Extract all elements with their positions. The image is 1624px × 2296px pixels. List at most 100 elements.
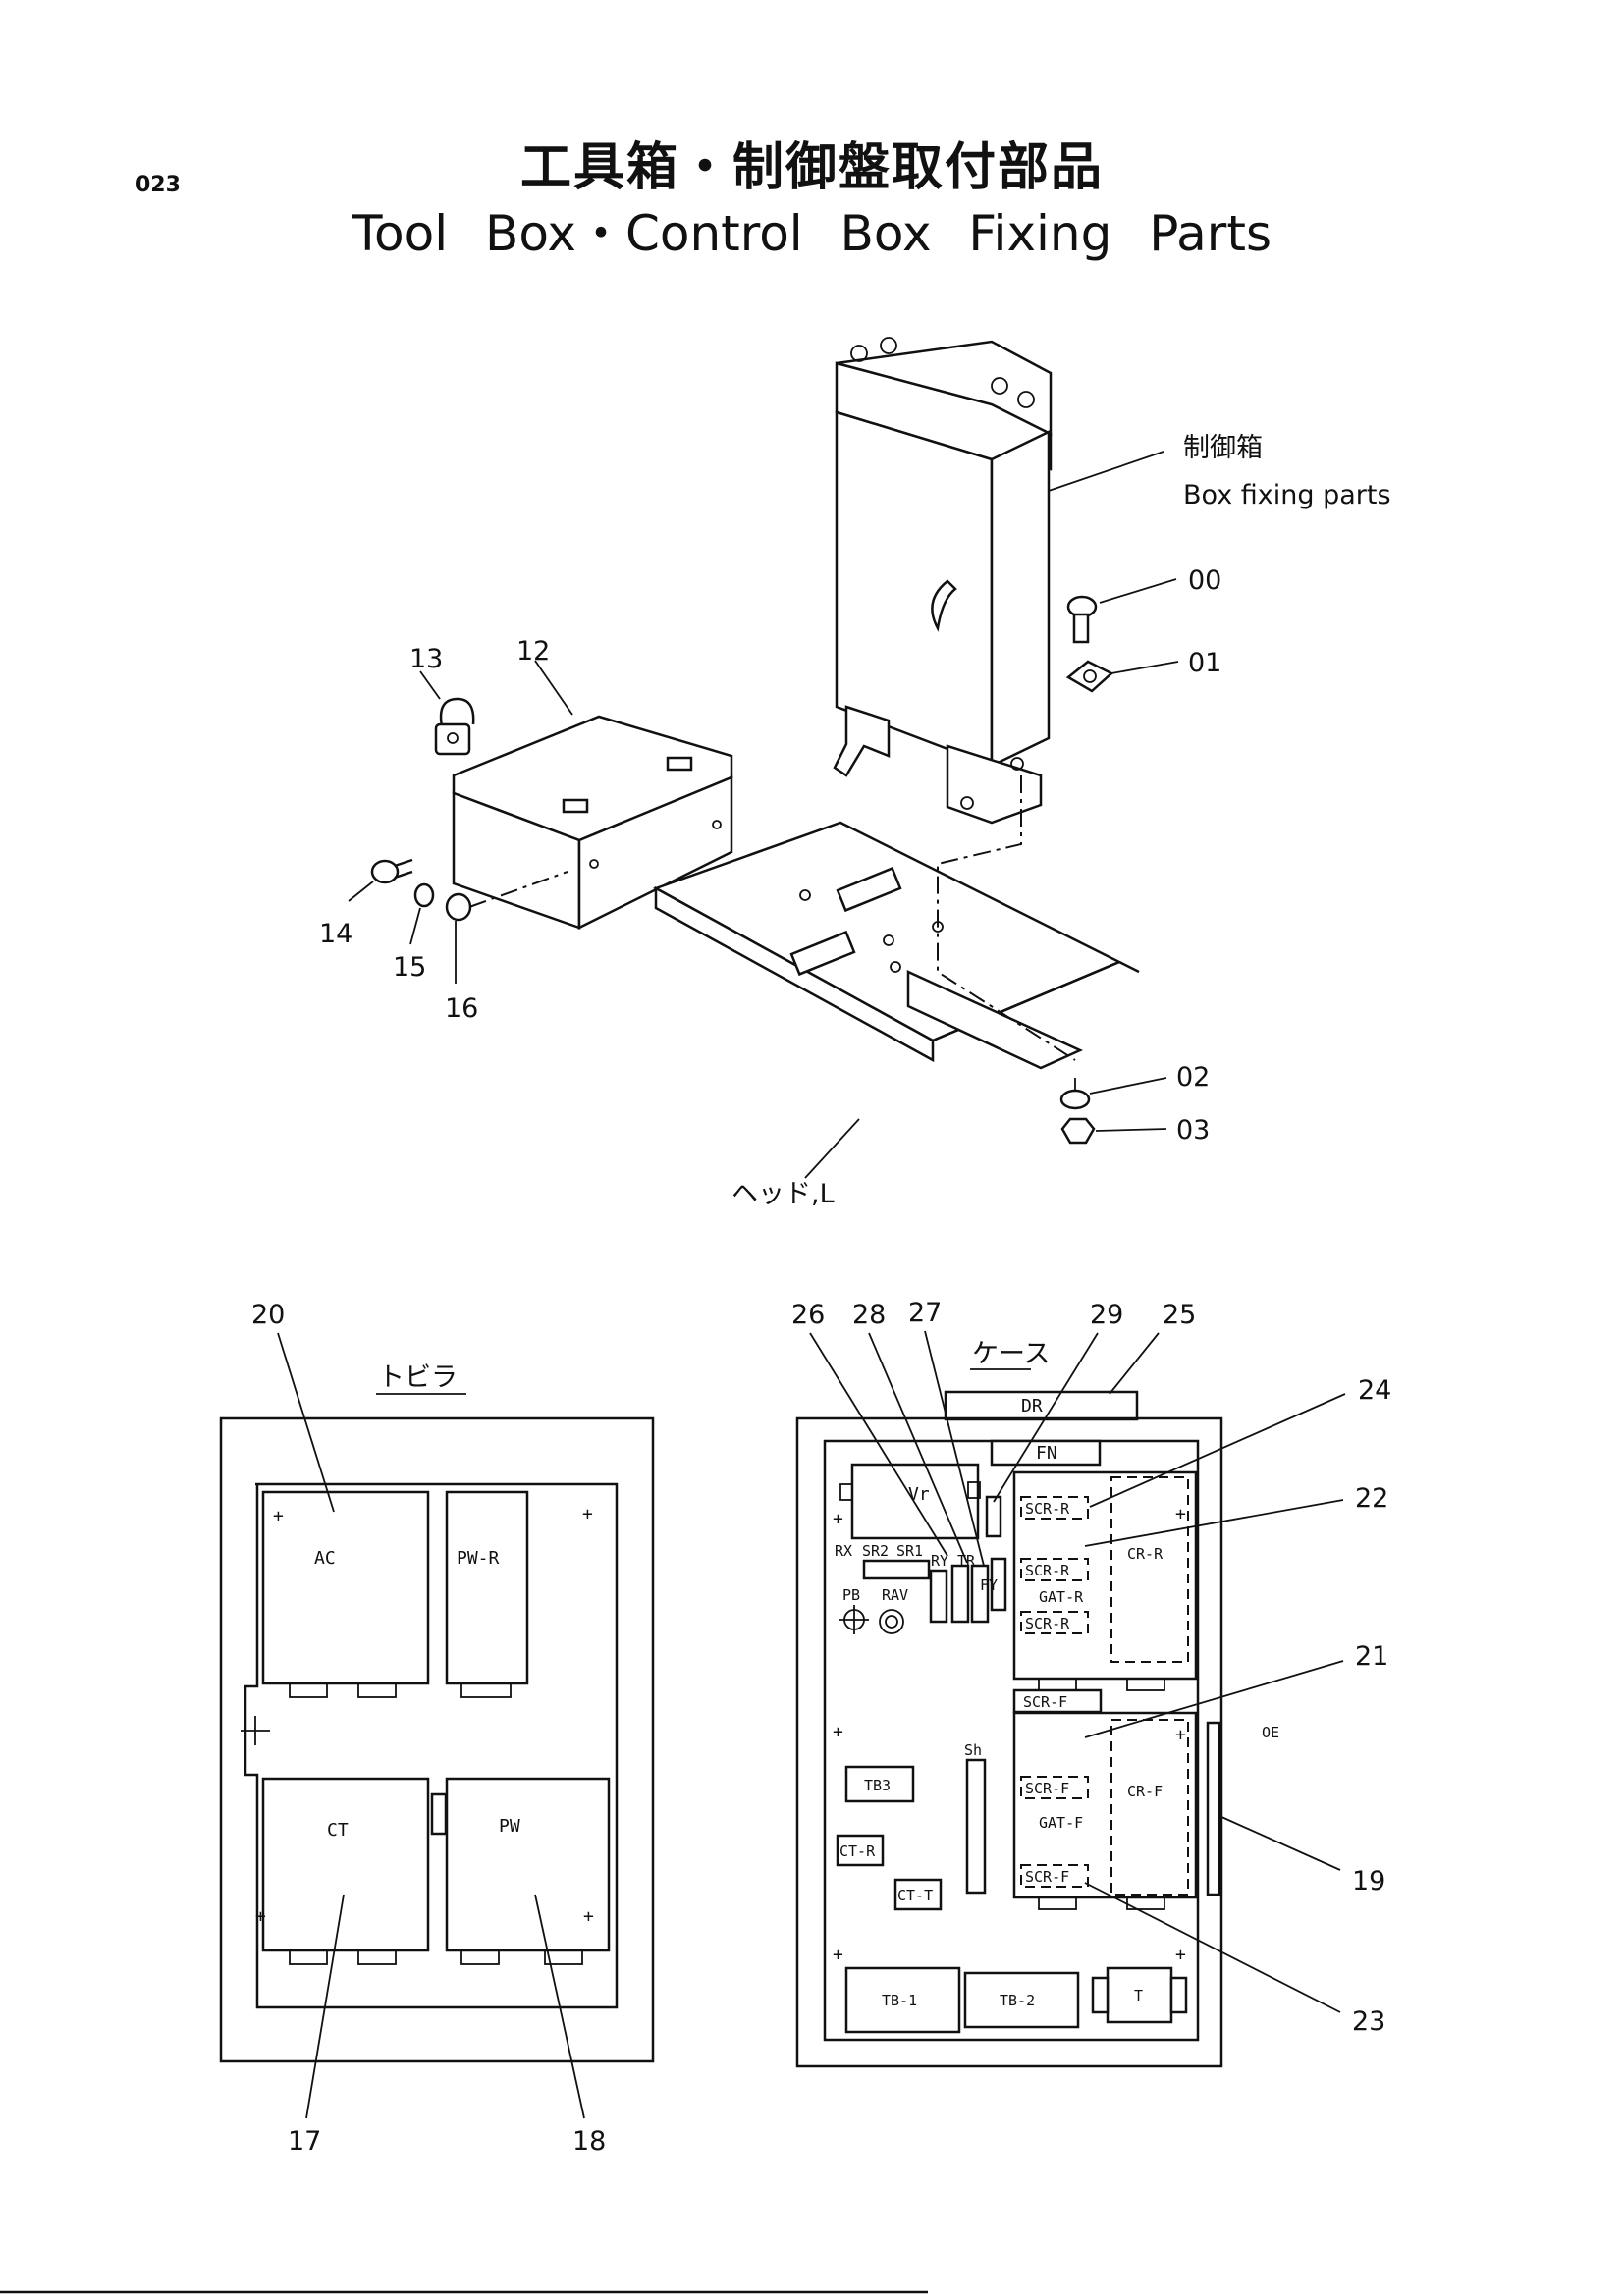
control-box-handle bbox=[931, 579, 957, 632]
svg-text:PB: PB bbox=[842, 1586, 860, 1604]
callout-29: 29 bbox=[1090, 1300, 1123, 1330]
svg-text:SCR-R: SCR-R bbox=[1025, 1500, 1070, 1518]
svg-text:+: + bbox=[833, 1945, 843, 1965]
washer-15: 15 bbox=[393, 882, 435, 983]
svg-text:GAT-R: GAT-R bbox=[1039, 1588, 1084, 1606]
callout-00: 00 bbox=[1188, 565, 1221, 596]
nut-16: 16 bbox=[445, 892, 478, 1024]
callout-02: 02 bbox=[1176, 1062, 1210, 1093]
component-tb-2 bbox=[963, 1971, 1080, 2029]
callout-12: 12 bbox=[516, 636, 550, 667]
svg-text:SCR-F: SCR-F bbox=[1025, 1780, 1069, 1797]
component-ct-t bbox=[893, 1878, 943, 1911]
tool-box-12: 12 bbox=[452, 636, 733, 931]
callout-15: 15 bbox=[393, 952, 426, 983]
svg-text:+: + bbox=[833, 1722, 843, 1742]
svg-text:CR-R: CR-R bbox=[1127, 1545, 1164, 1563]
svg-text:TB-2: TB-2 bbox=[1000, 1992, 1035, 2009]
svg-text:TB3: TB3 bbox=[864, 1777, 891, 1794]
svg-text:PW-R: PW-R bbox=[457, 1548, 500, 1569]
callout-18: 18 bbox=[572, 2126, 606, 2157]
page-number: 023 bbox=[135, 173, 181, 197]
svg-text:Vr: Vr bbox=[908, 1484, 930, 1505]
svg-text:SCR-R: SCR-R bbox=[1025, 1562, 1070, 1579]
component-vr bbox=[850, 1463, 980, 1540]
svg-text:CT-T: CT-T bbox=[897, 1887, 933, 1904]
callout-20: 20 bbox=[251, 1300, 285, 1330]
svg-text:+: + bbox=[273, 1506, 284, 1526]
callout-25: 25 bbox=[1163, 1300, 1196, 1330]
svg-text:Sh: Sh bbox=[964, 1741, 982, 1759]
control-box-assembly: 制御箱 Box fixing parts bbox=[833, 337, 1391, 825]
callout-17: 17 bbox=[288, 2126, 321, 2157]
door-panel: トビラ AC + PW-R + CT + PW + 20 17 18 bbox=[219, 1300, 655, 2157]
callout-13: 13 bbox=[409, 644, 443, 674]
svg-text:+: + bbox=[255, 1906, 266, 1927]
padlock-13: 13 bbox=[409, 644, 475, 756]
svg-text:PW: PW bbox=[499, 1816, 520, 1837]
svg-text:SCR-F: SCR-F bbox=[1023, 1693, 1067, 1711]
svg-text:+: + bbox=[833, 1509, 843, 1529]
svg-text:DR: DR bbox=[1021, 1396, 1043, 1416]
page-title-english: Tool Box・Control Box Fixing Parts bbox=[352, 205, 1272, 262]
component-ct bbox=[261, 1777, 430, 1952]
svg-text:T: T bbox=[1134, 1987, 1143, 2004]
svg-text:SR2: SR2 bbox=[862, 1542, 889, 1560]
svg-text:SR1: SR1 bbox=[896, 1542, 923, 1560]
component-pw-r bbox=[445, 1490, 529, 1685]
case-panel-label: ケース bbox=[972, 1339, 1051, 1369]
svg-text:RAV: RAV bbox=[882, 1586, 908, 1604]
svg-text:FY: FY bbox=[980, 1576, 998, 1594]
gate-board-reverse bbox=[1012, 1470, 1198, 1681]
svg-text:+: + bbox=[1175, 1725, 1186, 1745]
callout-16: 16 bbox=[445, 993, 478, 1024]
gate-board-forward bbox=[1012, 1711, 1198, 1899]
callout-28: 28 bbox=[852, 1300, 886, 1330]
component-ct-r bbox=[836, 1834, 885, 1867]
svg-text:CT: CT bbox=[327, 1820, 349, 1841]
callout-27: 27 bbox=[908, 1298, 942, 1328]
component-fn bbox=[990, 1439, 1102, 1467]
component-switch-block bbox=[862, 1559, 931, 1580]
component-t bbox=[1106, 1966, 1173, 2024]
component-pw bbox=[445, 1777, 611, 1952]
callout-14: 14 bbox=[319, 919, 352, 949]
callout-24: 24 bbox=[1358, 1375, 1391, 1406]
callout-23: 23 bbox=[1352, 2006, 1385, 2037]
component-tb3 bbox=[844, 1765, 915, 1803]
callout-03: 03 bbox=[1176, 1115, 1210, 1146]
component-oe-rail bbox=[1206, 1721, 1221, 1896]
screw-14: 14 bbox=[319, 858, 413, 949]
svg-text:CT-R: CT-R bbox=[839, 1842, 876, 1860]
washer-01: 01 bbox=[1065, 648, 1221, 693]
washer-02: 02 bbox=[1059, 1062, 1210, 1110]
control-box-label-en: Box fixing parts bbox=[1183, 480, 1391, 510]
callout-01: 01 bbox=[1188, 648, 1221, 678]
svg-text:TB-1: TB-1 bbox=[882, 1992, 917, 2009]
component-ac bbox=[261, 1490, 430, 1685]
svg-text:SCR-R: SCR-R bbox=[1025, 1615, 1070, 1632]
callout-21: 21 bbox=[1355, 1641, 1388, 1672]
page-title-japanese: 工具箱・制御盤取付部品 bbox=[519, 137, 1104, 197]
svg-text:RX: RX bbox=[835, 1542, 852, 1560]
control-box-label-jp: 制御箱 bbox=[1183, 433, 1263, 463]
svg-text:+: + bbox=[1175, 1945, 1186, 1965]
svg-text:+: + bbox=[583, 1906, 594, 1927]
svg-text:SCR-F: SCR-F bbox=[1025, 1868, 1069, 1886]
door-panel-label: トビラ bbox=[378, 1362, 458, 1393]
svg-text:FN: FN bbox=[1036, 1443, 1057, 1464]
component-tb-1 bbox=[844, 1966, 961, 2034]
svg-text:AC: AC bbox=[314, 1548, 336, 1569]
bolt-00: 00 bbox=[1066, 565, 1221, 644]
case-panel: ケース DR FN Vr + RX SR2 SR1 RY TR FY PB RA… bbox=[791, 1298, 1391, 2068]
svg-text:+: + bbox=[582, 1504, 593, 1524]
svg-text:RY: RY bbox=[931, 1552, 948, 1570]
svg-text:+: + bbox=[1175, 1504, 1186, 1524]
component-sh bbox=[965, 1758, 987, 1895]
callout-22: 22 bbox=[1355, 1483, 1388, 1514]
svg-text:CR-F: CR-F bbox=[1127, 1783, 1163, 1800]
nut-03: 03 bbox=[1060, 1115, 1210, 1146]
svg-text:GAT-F: GAT-F bbox=[1039, 1814, 1083, 1832]
frame-plate-label: ヘッド,L bbox=[731, 1179, 835, 1209]
